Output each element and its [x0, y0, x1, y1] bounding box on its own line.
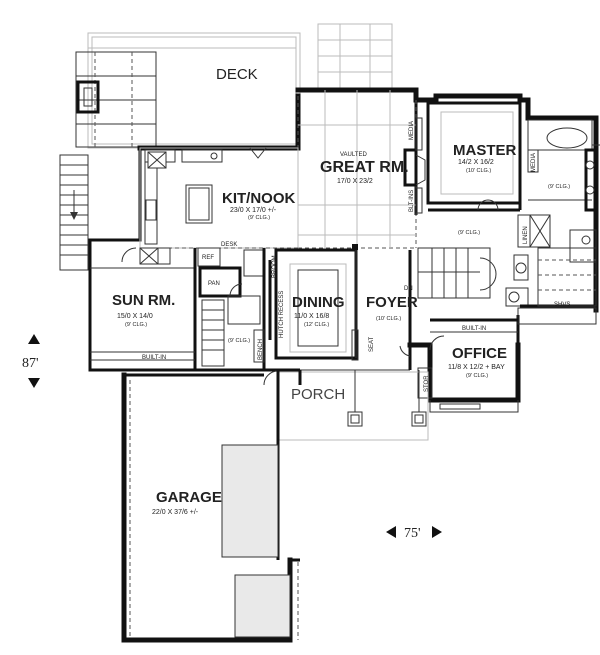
depth-dimension-arrows [28, 334, 40, 388]
sun-room-dims: 15/0 X 14/0 [117, 313, 153, 320]
sun-room-ceiling: (9' CLG.) [125, 322, 147, 328]
foyer-ceiling: (10' CLG.) [376, 316, 401, 322]
master-label: MASTER [453, 142, 517, 159]
seat-label: SEAT [369, 336, 375, 352]
dining-ceiling: (12' CLG.) [304, 322, 329, 328]
office [417, 318, 519, 413]
foyer-label: FOYER [366, 294, 418, 311]
deck-label: DECK [216, 66, 258, 83]
porch-label: PORCH [291, 386, 345, 403]
depth-dimension: 87' [22, 356, 39, 371]
stor-label: STOR [424, 375, 430, 392]
bench-label: BENCH [258, 339, 264, 360]
foyer [351, 247, 497, 370]
built-in-office-label: BUILT-IN [462, 326, 486, 332]
master-suite [426, 100, 598, 325]
deck-outline [75, 23, 393, 149]
great-room-vaulted: VAULTED [340, 152, 367, 158]
garage-label: GARAGE [156, 489, 222, 506]
shvs-label: SHVS [554, 302, 570, 308]
dining-label: DINING [292, 294, 345, 311]
hutch-recess-label: HUTCH RECESS [279, 291, 285, 338]
bath-ceiling: (9' CLG.) [548, 184, 570, 190]
porch [263, 370, 429, 441]
exterior-stair [59, 154, 89, 271]
mud-ceiling: (9' CLG.) [228, 338, 250, 344]
office-ceiling: (9' CLG.) [466, 373, 488, 379]
media-label: MEDIA [409, 121, 415, 140]
kit-nook-label: KIT/NOOK [222, 190, 295, 207]
office-label: OFFICE [452, 345, 507, 362]
ref-label: REF [202, 255, 214, 261]
kit-nook-dims: 23/0 X 17/0 +/- [230, 207, 277, 214]
linen-label: LINEN [523, 226, 529, 244]
built-in-sun-label: BUILT-IN [142, 355, 166, 361]
garage [121, 370, 300, 643]
width-dimension-arrows [386, 526, 442, 538]
sun-room-label: SUN RM. [112, 292, 175, 309]
master-ceiling: (10' CLG.) [466, 168, 491, 174]
width-dimension: 75' [404, 526, 421, 541]
master-dims: 14/2 X 16/2 [458, 159, 494, 166]
desk-label: DESK [221, 242, 237, 248]
sun-room [90, 248, 197, 370]
bltins-label: BLT-INS [409, 190, 415, 212]
broom-label: BROOM [272, 255, 278, 278]
dining-dims: 11/0 X 16/8 [294, 313, 329, 320]
great-room-dims: 17/0 X 23/2 [337, 178, 373, 185]
great-room-label: GREAT RM. [320, 159, 409, 176]
exterior-walls [88, 87, 600, 403]
pantry-mud [197, 247, 272, 370]
office-dims: 11/8 X 12/2 + BAY [448, 364, 505, 371]
garage-dims: 22/0 X 37/6 +/- [152, 509, 199, 516]
dn-label: DN [404, 286, 413, 292]
media2-label: MEDIA [531, 153, 537, 172]
pan-label: PAN [208, 281, 220, 287]
kit-nook-ceiling: (9' CLG.) [248, 215, 270, 221]
hall-ceiling: (9' CLG.) [458, 230, 480, 236]
